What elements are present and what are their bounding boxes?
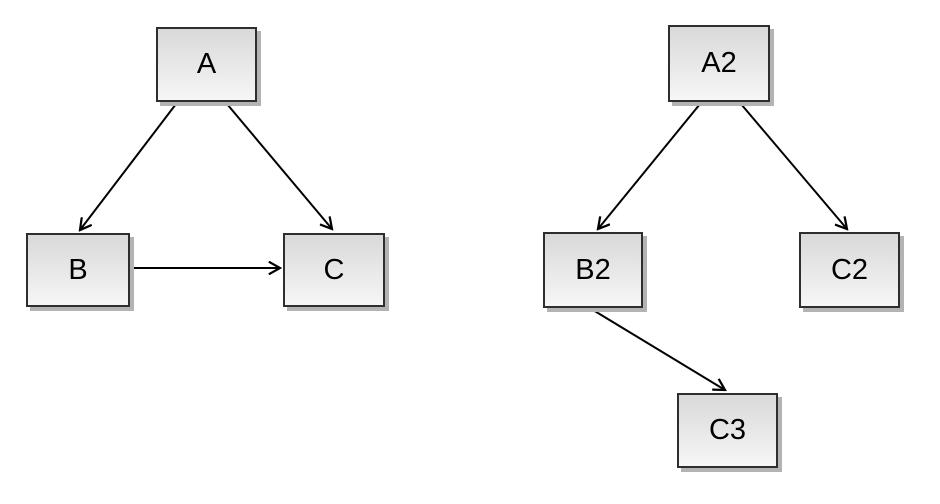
node-c-label: C bbox=[323, 253, 345, 286]
node-c2: C2 bbox=[799, 232, 900, 308]
node-b2-label: B2 bbox=[575, 253, 611, 286]
node-a2-label: A2 bbox=[701, 47, 737, 79]
node-c: C bbox=[283, 233, 385, 307]
edge-a-to-b bbox=[80, 103, 177, 230]
node-c2-label: C2 bbox=[830, 253, 869, 286]
node-a: A bbox=[156, 27, 257, 102]
node-c3-label: C3 bbox=[708, 414, 747, 446]
node-b2: B2 bbox=[543, 232, 643, 308]
edge-b2-to-c3 bbox=[592, 309, 725, 390]
node-a-label: A bbox=[196, 48, 217, 80]
node-c3: C3 bbox=[677, 393, 778, 468]
node-a2: A2 bbox=[668, 25, 770, 102]
edge-a2-to-c2 bbox=[740, 103, 847, 229]
node-b: B bbox=[26, 233, 130, 307]
node-b-label: B bbox=[68, 253, 88, 286]
edge-a-to-c bbox=[226, 103, 332, 229]
edge-a2-to-b2 bbox=[598, 103, 701, 229]
